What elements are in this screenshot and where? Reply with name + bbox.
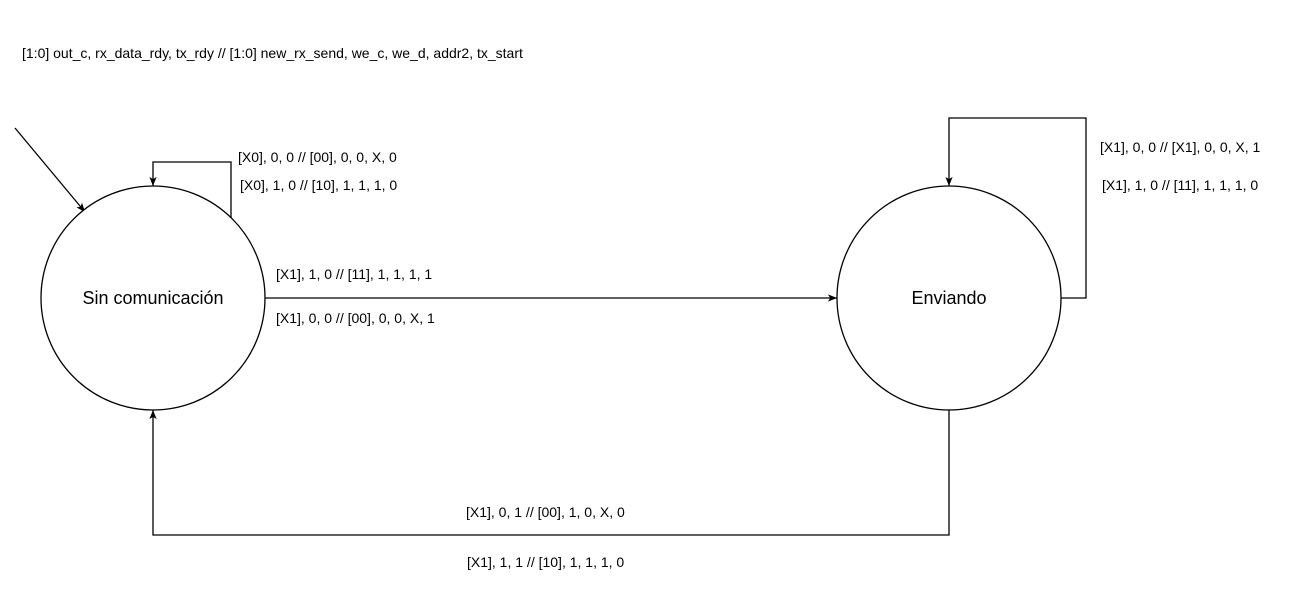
transition-idle-self-loop[interactable]	[149, 161, 232, 218]
transition-label: [X0], 0, 0 // [00], 0, 0, X, 0	[238, 149, 397, 165]
signal-legend: [1:0] out_c, rx_data_rdy, tx_rdy // [1:0…	[22, 45, 523, 61]
transition-sending-self-loop[interactable]	[945, 117, 1087, 299]
state-sin-comunicacion[interactable]: Sin comunicación	[40, 185, 266, 411]
transition-label: [X0], 1, 0 // [10], 1, 1, 1, 0	[240, 177, 397, 193]
state-name: Enviando	[911, 288, 986, 308]
transition-label: [X1], 1, 1 // [10], 1, 1, 1, 0	[467, 554, 624, 570]
transition-label: [X1], 1, 0 // [11], 1, 1, 1, 0	[1102, 177, 1258, 193]
initial-state-arrow	[14, 127, 86, 213]
transition-label: [X1], 1, 0 // [11], 1, 1, 1, 1	[276, 266, 432, 282]
transition-label: [X1], 0, 1 // [00], 1, 0, X, 0	[466, 504, 625, 520]
transition-label: [X1], 0, 0 // [X1], 0, 0, X, 1	[1100, 139, 1261, 155]
transition-label: [X1], 0, 0 // [00], 0, 0, X, 1	[276, 310, 435, 326]
transition-sending-to-idle[interactable]	[149, 410, 950, 536]
state-name: Sin comunicación	[82, 288, 223, 308]
state-enviando[interactable]: Enviando	[836, 185, 1062, 411]
